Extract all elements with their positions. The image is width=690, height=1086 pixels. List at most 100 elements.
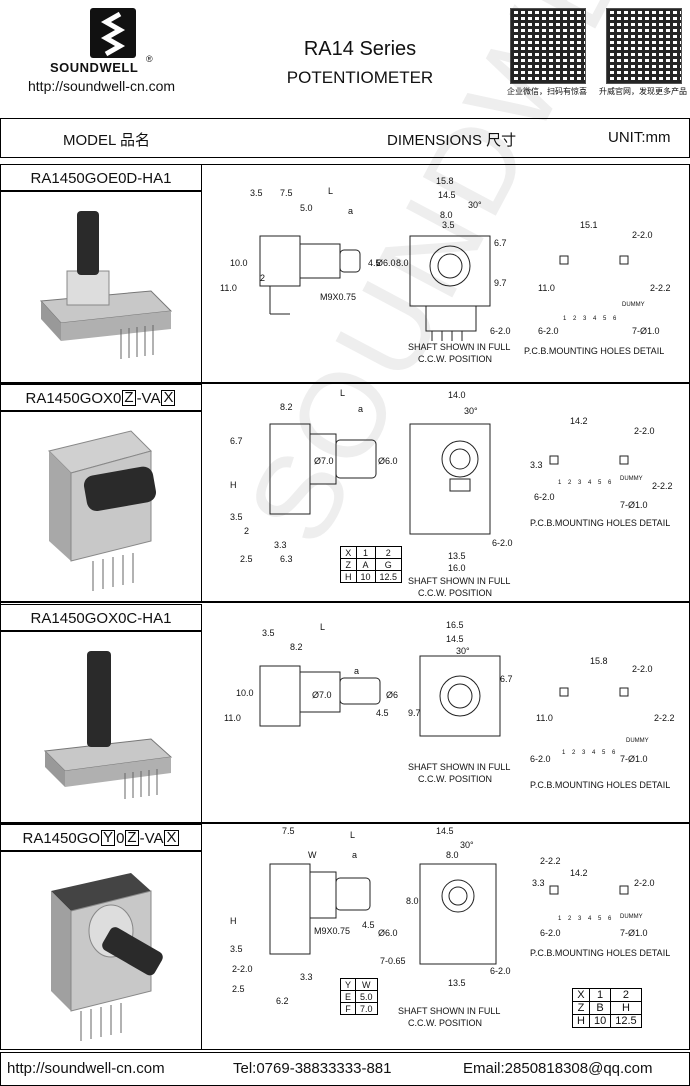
pin-number: 1: [563, 316, 567, 322]
dim-text: M9X0.75: [314, 926, 350, 936]
dim-text: 16.0: [448, 563, 466, 573]
qr-website-caption: 升威官网，发现更多产品: [599, 87, 687, 96]
dim-text: 6-2.0: [490, 326, 511, 336]
table-cell: H: [572, 1014, 590, 1028]
dim-text: 30°: [460, 840, 474, 850]
dim-text: 10.0: [236, 688, 254, 698]
dim-text: 6.7: [500, 674, 513, 684]
dim-text: L: [320, 622, 325, 632]
pin-number: 3: [578, 480, 582, 486]
dim-text: 7.5: [282, 826, 295, 836]
pcb-caption: P.C.B.MOUNTING HOLES DETAIL: [530, 780, 670, 790]
potentiometer-photo-icon: [39, 211, 173, 359]
pin-number: 6: [612, 750, 616, 756]
dim-text: 2-2.0: [632, 664, 653, 674]
dim-text: L: [328, 186, 333, 196]
dim-text: 11.0: [224, 713, 241, 723]
series-title: RA14 Series: [303, 38, 417, 60]
pcb-caption: P.C.B.MOUNTING HOLES DETAIL: [530, 948, 670, 958]
model-variant-z: Z: [125, 829, 139, 846]
dim-text: 4.5: [368, 258, 381, 268]
dim-text: Ø6.0: [378, 928, 398, 938]
pin-number: 4: [588, 480, 592, 486]
dimensions-header: DIMENSIONS 尺寸: [387, 132, 517, 149]
table-cell: Z: [340, 558, 357, 571]
dim-text: 30°: [456, 646, 470, 656]
drawing-1: 3.5 7.5 L 5.0 a 10.0 11.0 2 4.5 Ø6.0 M9X…: [220, 176, 671, 364]
pin-number: 3: [578, 916, 582, 922]
dim-text: 3.3: [532, 878, 545, 888]
footer-site-link[interactable]: http://soundwell-cn.com: [7, 1060, 165, 1077]
dim-text: 3.5: [250, 188, 263, 198]
model-part: -VA: [139, 829, 164, 847]
dim-text: 3.5: [230, 944, 243, 954]
dim-text: W: [308, 850, 317, 860]
dim-text: 2: [244, 526, 249, 536]
unit-header: UNIT:mm: [608, 129, 671, 146]
dim-text: 2.5: [232, 984, 245, 994]
table-cell: X: [340, 546, 357, 559]
dim-text: 3.5: [230, 512, 243, 522]
pin-number: 3: [583, 316, 587, 322]
dim-text: 7-Ø1.0: [620, 928, 648, 938]
dim-text: 7-Ø1.0: [620, 500, 648, 510]
dim-text: 7.5: [280, 188, 293, 198]
pin-number: 5: [602, 750, 606, 756]
table-cell: F: [339, 1002, 357, 1015]
dim-text: 2-2.2: [650, 283, 671, 293]
shaft-caption: C.C.W. POSITION: [408, 1018, 482, 1028]
dim-text: DUMMY: [622, 302, 645, 308]
pcb-caption: P.C.B.MOUNTING HOLES DETAIL: [530, 518, 670, 528]
dim-text: 2-2.0: [632, 230, 653, 240]
pin-number: 2: [573, 316, 577, 322]
table-cell: 10: [355, 570, 376, 583]
drawing-2: 8.2 L a 6.7 Ø7.0 Ø6.0 H 3.5 2 2.5 6.3 3.…: [230, 388, 673, 598]
dim-text: 8.0: [440, 210, 453, 220]
brand-name: SOUNDWELL: [50, 60, 139, 75]
dim-text: 3.3: [300, 972, 313, 982]
dim-text: a: [354, 666, 359, 676]
table-cell: B: [588, 1001, 612, 1015]
pin-number: 6: [608, 916, 612, 922]
footer-email[interactable]: Email:2850818308@qq.com: [463, 1060, 653, 1077]
header-site-link[interactable]: http://soundwell-cn.com: [28, 78, 176, 94]
dim-text: H: [230, 916, 237, 926]
model-name-1: RA1450GOE0D-HA1: [0, 164, 202, 192]
pin-number: 4: [588, 916, 592, 922]
shaft-caption: C.C.W. POSITION: [418, 774, 492, 784]
dim-text: 3.3: [530, 460, 543, 470]
potentiometer-photo-icon: [48, 430, 156, 591]
dim-text: Ø6: [386, 690, 398, 700]
table-cell: E: [339, 990, 357, 1003]
pin-number: 2: [568, 480, 572, 486]
dim-text: 30°: [468, 200, 482, 210]
qr-code-wechat-icon: [510, 8, 586, 84]
dim-text: a: [358, 404, 363, 414]
dim-text: 15.8: [436, 176, 454, 186]
pin-number: 6: [613, 316, 617, 322]
product-photo-1: [0, 190, 202, 384]
dim-text: 16.5: [446, 620, 464, 630]
potentiometer-photo-icon: [51, 873, 163, 1041]
dim-text: 30°: [464, 406, 478, 416]
table-cell: X: [572, 988, 590, 1002]
footer-tel: Tel:0769-38833333-881: [233, 1060, 392, 1077]
shaft-caption: C.C.W. POSITION: [418, 354, 492, 364]
dim-text: 9.7: [408, 708, 421, 718]
dim-text: 4.5: [376, 708, 389, 718]
dim-text: 14.2: [570, 868, 588, 878]
product-photo-2: [0, 410, 202, 602]
column-header: MODEL 品名 DIMENSIONS 尺寸 UNIT:mm: [0, 118, 690, 158]
dim-text: 6-2.0: [540, 928, 561, 938]
table-cell: 2: [610, 988, 642, 1002]
pin-number: 3: [582, 750, 586, 756]
table-cell: W: [355, 978, 378, 991]
dim-text: 14.5: [436, 826, 454, 836]
dim-text: L: [350, 830, 355, 840]
product-photo-4: [0, 850, 202, 1050]
model-part: RA1450GO: [22, 829, 101, 847]
